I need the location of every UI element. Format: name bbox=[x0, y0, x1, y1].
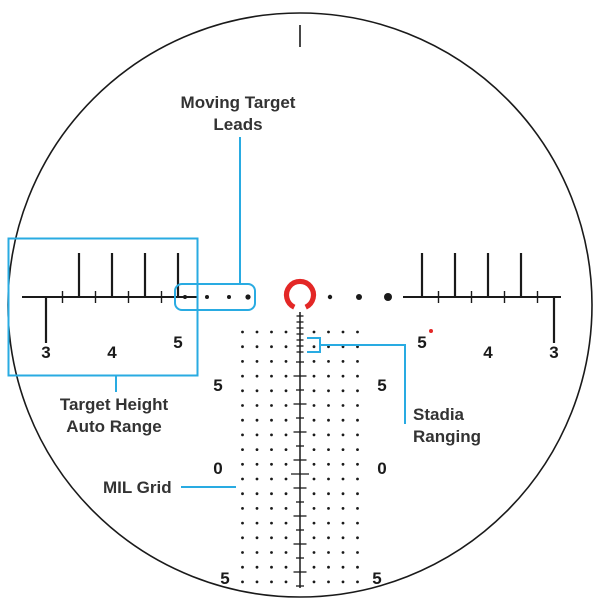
left-scale-number-5: 5 bbox=[173, 333, 182, 352]
moving-target-lead-dots-right bbox=[327, 293, 392, 301]
stadia-ranging-label-line2: Ranging bbox=[413, 427, 481, 446]
target-height-label-line2: Auto Range bbox=[66, 417, 161, 436]
vertical-mil-ticks bbox=[291, 315, 309, 587]
right-scale-number-4: 4 bbox=[483, 343, 493, 362]
left-scale-number-3: 3 bbox=[41, 343, 50, 362]
horseshoe-reticle-marker bbox=[283, 278, 317, 310]
moving-target-lead-dots-left bbox=[183, 294, 251, 300]
right-scale-number-5: 5 bbox=[417, 333, 426, 352]
target-height-callout-box bbox=[7, 237, 199, 377]
vgrid-right-5-bottom: 5 bbox=[372, 569, 381, 588]
mil-grid-label: MIL Grid bbox=[103, 478, 172, 497]
stadia-leader-line bbox=[320, 344, 406, 424]
mil-grid-dots bbox=[241, 330, 359, 584]
stadia-bracket bbox=[307, 337, 321, 353]
moving-target-leads-label-line2: Leads bbox=[213, 115, 262, 134]
right-scale-number-3: 3 bbox=[549, 343, 558, 362]
left-scale-number-4: 4 bbox=[107, 343, 117, 362]
left-ranging-scale bbox=[22, 253, 197, 343]
vgrid-right-0: 0 bbox=[377, 459, 386, 478]
right-ranging-scale bbox=[403, 253, 561, 343]
vgrid-left-5-top: 5 bbox=[213, 376, 222, 395]
vgrid-left-0: 0 bbox=[213, 459, 222, 478]
vgrid-right-5-top: 5 bbox=[377, 376, 386, 395]
vgrid-left-5-bottom: 5 bbox=[220, 569, 229, 588]
moving-target-callout-box bbox=[174, 283, 256, 311]
red-dot bbox=[429, 329, 433, 333]
moving-target-leads-label-line1: Moving Target bbox=[181, 93, 296, 112]
stadia-ranging-label-line1: Stadia bbox=[413, 405, 465, 424]
target-height-label-line1: Target Height bbox=[60, 395, 169, 414]
